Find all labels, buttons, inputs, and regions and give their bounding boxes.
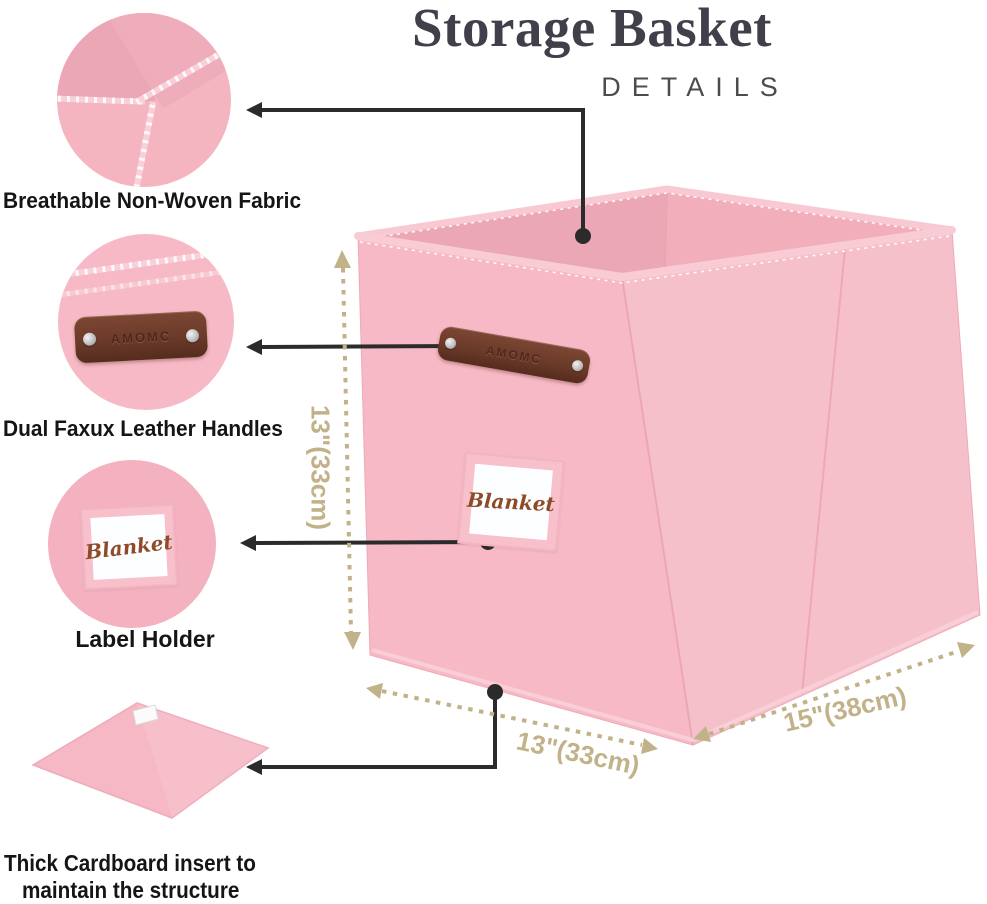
- basket-illustration: [354, 185, 981, 746]
- height-arrow-up: [334, 250, 351, 268]
- fabric-callout-arrowhead: [246, 102, 262, 118]
- cardboard-insert-illustration: [31, 702, 270, 819]
- rivet-icon: [571, 359, 584, 373]
- fabric-callout-line: [262, 108, 585, 236]
- width-arrow-right: [641, 738, 658, 754]
- cardboard-sheen: [137, 703, 268, 818]
- depth-arrow-left: [693, 726, 711, 742]
- cardboard-sheet: [31, 702, 270, 819]
- feature-label-cardboard-line1: Thick Cardboard insert to: [4, 850, 256, 876]
- feature-label-handles: Dual Faxux Leather Handles: [3, 416, 283, 441]
- handle-callout-arrowhead: [246, 339, 262, 355]
- height-dimension-label: 13"(33cm): [305, 404, 336, 531]
- fabric-seam-vertical: [131, 101, 157, 187]
- rivet-icon: [82, 332, 97, 347]
- handle-detail-circle: AMOMC: [58, 234, 234, 410]
- basket-label-holder: Blanket: [457, 451, 565, 553]
- rivet-icon: [444, 336, 457, 350]
- width-arrow-left: [366, 683, 383, 699]
- label-card-detail: Blanket: [84, 514, 174, 580]
- feature-label-label-holder: Label Holder: [75, 626, 215, 652]
- label-holder-detail-circle: Blanket: [48, 460, 216, 628]
- page-title: Storage Basket: [412, 0, 772, 58]
- width-dimension-line: [381, 689, 643, 747]
- basket-right-face-seam: [801, 248, 846, 695]
- callout-connectors: [240, 102, 591, 775]
- height-arrow-down: [344, 632, 361, 650]
- cardboard-callout-arrowhead: [246, 759, 262, 775]
- handle-callout-line: [261, 344, 463, 349]
- cardboard-tag: [132, 704, 159, 726]
- label-holder-frame-detail: Blanket: [79, 503, 179, 591]
- rivet-icon: [185, 328, 200, 343]
- basket-front-right-edge: [621, 276, 694, 746]
- feature-label-cardboard-line2: maintain the structure: [22, 877, 240, 903]
- label-card-text: Blanket: [83, 529, 175, 565]
- cardboard-callout-dot: [487, 684, 503, 700]
- leather-handle-detail: AMOMC: [73, 310, 209, 364]
- label-callout-arrowhead: [240, 535, 256, 551]
- page-subtitle: DETAILS: [601, 72, 789, 102]
- embossed-brand-text: AMOMC: [484, 343, 544, 367]
- dimension-lines: [334, 250, 975, 754]
- fabric-detail-circle: [57, 13, 231, 187]
- basket-front-rim-stitch: [359, 235, 951, 284]
- label-callout-line: [255, 540, 489, 545]
- feature-label-fabric: Breathable Non-Woven Fabric: [3, 188, 302, 213]
- cardboard-callout-line: [262, 692, 497, 769]
- basket-front-rim: [354, 226, 956, 281]
- basket-back-rim: [354, 185, 956, 240]
- depth-arrow-right: [957, 642, 975, 658]
- fabric-callout-dot: [575, 228, 591, 244]
- embossed-brand-text: AMOMC: [110, 327, 172, 347]
- basket-label-text: Blanket: [466, 487, 556, 517]
- feature-label-cardboard: Thick Cardboard insert to maintain the s…: [4, 850, 256, 904]
- basket-bottom-fold: [371, 610, 979, 743]
- basket-label-card: Blanket: [466, 463, 556, 541]
- height-dimension-line: [341, 267, 353, 633]
